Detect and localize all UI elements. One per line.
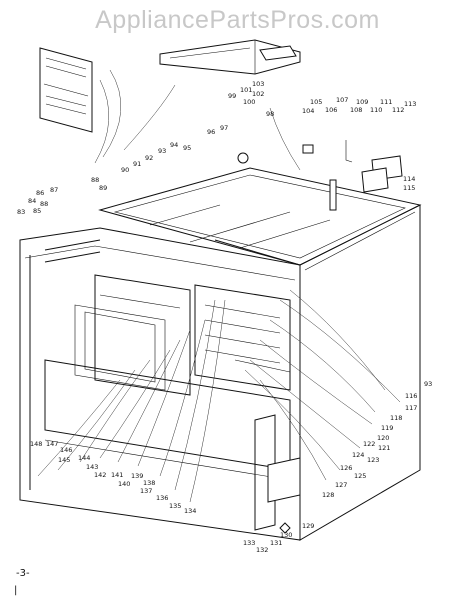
- leader-lines: [37, 69, 401, 503]
- label-99: 99: [228, 92, 236, 100]
- label-107: 107: [336, 96, 348, 104]
- label-138: 138: [143, 479, 155, 487]
- label-111: 111: [380, 98, 392, 106]
- label-104: 104: [302, 107, 314, 115]
- label-117: 117: [405, 404, 417, 412]
- label-146: 146: [60, 446, 72, 454]
- label-86: 86: [36, 189, 44, 197]
- part-labels: 103 101 102 99 100 98 105 107 109 111 11…: [17, 80, 432, 554]
- screw-130: [279, 522, 291, 534]
- label-89: 89: [99, 184, 107, 192]
- label-97: 97: [220, 124, 228, 132]
- gas-regulator: [237, 140, 403, 211]
- label-105: 105: [310, 98, 322, 106]
- oven-cavity: [194, 284, 291, 391]
- label-84: 84: [28, 197, 36, 205]
- corner-mark: |: [14, 585, 18, 596]
- front-frame: [19, 227, 301, 541]
- label-113: 113: [404, 100, 416, 108]
- label-91: 91: [133, 160, 141, 168]
- label-93b: 93: [424, 380, 432, 388]
- label-141: 141: [111, 471, 123, 479]
- label-136: 136: [156, 494, 168, 502]
- label-120: 120: [377, 434, 389, 442]
- label-119: 119: [381, 424, 393, 432]
- label-100: 100: [243, 98, 255, 106]
- label-121: 121: [378, 444, 390, 452]
- label-83: 83: [17, 208, 25, 216]
- label-122: 122: [363, 440, 375, 448]
- label-112: 112: [392, 106, 404, 114]
- label-125: 125: [354, 472, 366, 480]
- label-109: 109: [356, 98, 368, 106]
- lower-drawer: [44, 359, 291, 481]
- label-133: 133: [243, 539, 255, 547]
- label-147: 147: [46, 440, 58, 448]
- label-103: 103: [252, 80, 264, 88]
- label-127: 127: [335, 481, 347, 489]
- oven-door: [74, 274, 191, 396]
- label-88: 88: [91, 176, 99, 184]
- label-148: 148: [30, 440, 42, 448]
- label-132: 132: [256, 546, 268, 554]
- label-92: 92: [145, 154, 153, 162]
- top-bracket: [159, 39, 301, 75]
- label-118: 118: [390, 414, 402, 422]
- label-144: 144: [78, 454, 90, 462]
- label-96: 96: [207, 128, 215, 136]
- right-side-panel: [299, 204, 421, 541]
- label-90: 90: [121, 166, 129, 174]
- label-142: 142: [94, 471, 106, 479]
- label-137: 137: [140, 487, 152, 495]
- label-143: 143: [86, 463, 98, 471]
- label-94: 94: [170, 141, 178, 149]
- label-139: 139: [131, 472, 143, 480]
- label-145: 145: [58, 456, 70, 464]
- label-116: 116: [405, 392, 417, 400]
- label-101: 101: [240, 86, 252, 94]
- label-102: 102: [252, 90, 264, 98]
- label-87: 87: [50, 186, 58, 194]
- label-88b: 88: [40, 200, 48, 208]
- label-131: 131: [270, 539, 282, 547]
- label-123: 123: [367, 456, 379, 464]
- label-134: 134: [184, 507, 196, 515]
- label-95: 95: [183, 144, 191, 152]
- kick-panel: [44, 239, 301, 531]
- watermark: AppliancePartsPros.com: [95, 6, 380, 34]
- label-106: 106: [325, 106, 337, 114]
- label-124: 124: [352, 451, 364, 459]
- top-left-panel: [39, 47, 93, 133]
- label-110: 110: [370, 106, 382, 114]
- label-98: 98: [266, 110, 274, 118]
- label-129: 129: [302, 522, 314, 530]
- label-140: 140: [118, 480, 130, 488]
- page-number: -3-: [16, 568, 30, 579]
- label-114: 114: [403, 175, 415, 183]
- label-130: 130: [280, 531, 292, 539]
- label-128: 128: [322, 491, 334, 499]
- label-126: 126: [340, 464, 352, 472]
- label-108: 108: [350, 106, 362, 114]
- label-93: 93: [158, 147, 166, 155]
- label-85: 85: [33, 207, 41, 215]
- label-135: 135: [169, 502, 181, 510]
- label-115: 115: [403, 184, 415, 192]
